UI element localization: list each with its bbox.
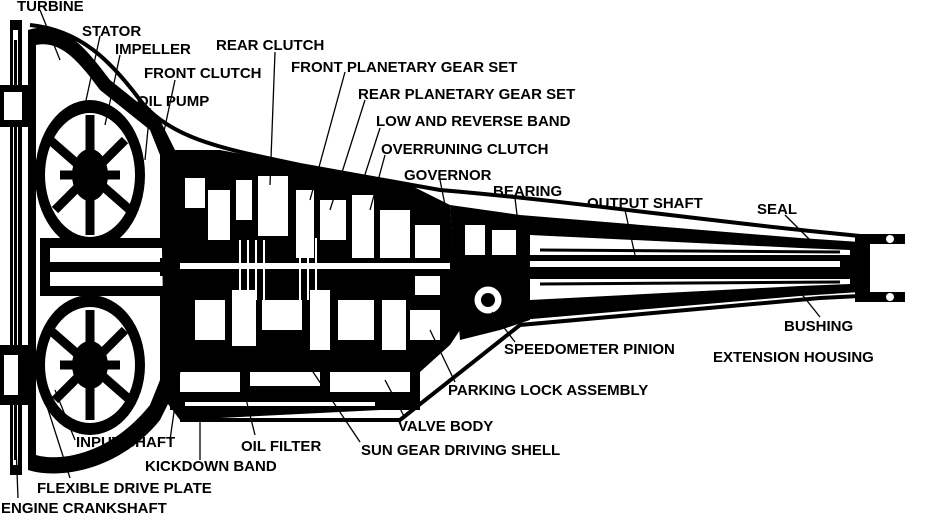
label-oil-pump: OIL PUMP	[137, 93, 209, 110]
label-flexible-drive-plate: FLEXIBLE DRIVE PLATE	[37, 480, 212, 497]
label-bushing: BUSHING	[784, 318, 853, 335]
housing-bottom-contour	[180, 294, 861, 422]
label-rear-clutch: REAR CLUTCH	[216, 37, 324, 54]
label-bearing: BEARING	[493, 183, 562, 200]
label-valve-body: VALVE BODY	[398, 418, 493, 435]
label-governor: GOVERNOR	[404, 167, 492, 184]
transmission-illustration	[0, 20, 905, 475]
label-speedometer-pinion: SPEEDOMETER PINION	[504, 341, 675, 358]
label-oil-filter: OIL FILTER	[241, 438, 321, 455]
label-overruning-clutch: OVERRUNING CLUTCH	[381, 141, 549, 158]
label-impeller: IMPELLER	[115, 41, 191, 58]
label-extension-housing: EXTENSION HOUSING	[713, 349, 874, 366]
main-case-shape	[160, 150, 460, 420]
label-stator: STATOR	[82, 23, 141, 40]
leader-lines	[14, 9, 821, 499]
torque-converter-shape	[28, 27, 190, 474]
label-rear-planetary-gear-set: REAR PLANETARY GEAR SET	[358, 86, 575, 103]
part-labels: TURBINE STATOR IMPELLER FRONT CLUTCH OIL…	[1, 0, 874, 514]
label-kickdown-band: KICKDOWN BAND	[145, 458, 277, 475]
label-front-clutch: FRONT CLUTCH	[144, 65, 261, 82]
label-output-shaft: OUTPUT SHAFT	[587, 195, 703, 212]
extension-housing-shape	[460, 215, 905, 320]
label-sun-gear-driving-shell: SUN GEAR DRIVING SHELL	[361, 442, 560, 459]
label-low-and-reverse-band: LOW AND REVERSE BAND	[376, 113, 571, 130]
label-turbine: TURBINE	[17, 0, 84, 15]
label-input-shaft: INPUT SHAFT	[76, 434, 175, 451]
label-engine-crankshaft: ENGINE CRANKSHAFT	[1, 500, 167, 514]
label-front-planetary-gear-set: FRONT PLANETARY GEAR SET	[291, 59, 517, 76]
label-seal: SEAL	[757, 201, 797, 218]
label-parking-lock-assembly: PARKING LOCK ASSEMBLY	[448, 382, 648, 399]
